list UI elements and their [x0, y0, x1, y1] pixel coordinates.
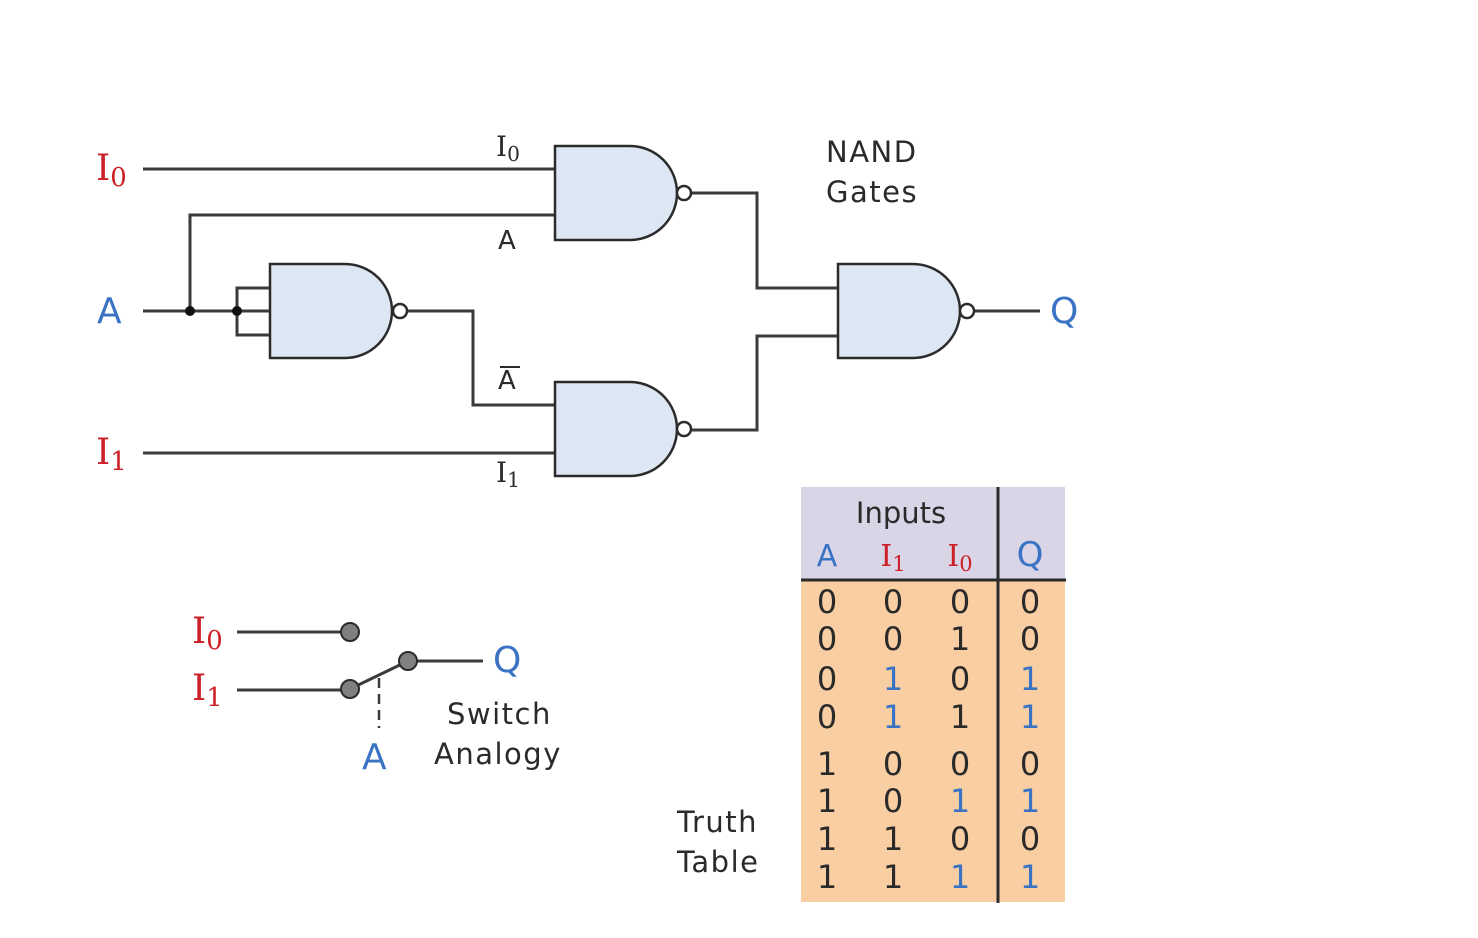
truth-table-cell-r4-c2: 0	[950, 745, 970, 783]
truth-table-cell-r0-c3: 0	[1020, 583, 1040, 621]
truth-table-body-bg	[801, 581, 1065, 902]
truth-table-cell-r6-c3: 0	[1020, 820, 1040, 858]
truth-table-group-header: Inputs	[856, 496, 946, 530]
wire-label-a: A	[498, 226, 516, 256]
switch-label-i0: I0	[192, 611, 223, 656]
nand-gate-top	[553, 144, 693, 242]
wire-label-i1: I1	[496, 456, 520, 492]
truth-table-cell-r5-c3: 1	[1020, 782, 1040, 820]
truth-table-cell-r6-c0: 1	[817, 820, 837, 858]
truth-table-cell-r5-c1: 0	[883, 782, 903, 820]
input-label-i1: I1	[96, 432, 127, 477]
truth-table-cell-r3-c0: 0	[817, 698, 837, 736]
junction-dot-2	[232, 306, 242, 316]
input-label-a: A	[97, 291, 122, 332]
switch-label-i1: I1	[192, 668, 223, 713]
truth-table-column-headers: A I1 I0 Q	[817, 535, 1044, 576]
truth-table-cell-r0-c1: 0	[883, 583, 903, 621]
truth-table-cell-r3-c2: 1	[950, 698, 970, 736]
truth-table-cell-r1-c0: 0	[817, 620, 837, 658]
wire-a-bar	[408, 309, 555, 407]
truth-table-cell-r2-c1: 1	[883, 660, 903, 698]
truth-table-cell-r2-c0: 0	[817, 660, 837, 698]
switch-contact-i1	[340, 679, 360, 699]
truth-table-cell-r0-c2: 0	[950, 583, 970, 621]
wire-top-gate-out	[692, 191, 838, 290]
truth-table-caption-line1: Truth	[676, 805, 758, 839]
truth-table-cell-r6-c1: 1	[883, 820, 903, 858]
nand-gate-bottom	[553, 380, 693, 478]
switch-contact-i0	[340, 622, 360, 642]
truth-table-cell-r7-c0: 1	[817, 858, 837, 896]
truth-table-cell-r4-c0: 1	[817, 745, 837, 783]
switch-label-a: A	[362, 737, 387, 778]
truth-table-cell-r2-c3: 1	[1020, 660, 1040, 698]
switch-contact-q	[398, 651, 418, 671]
switch-caption-line1: Switch	[447, 697, 552, 731]
nand-gates-caption-line1: NAND	[826, 135, 918, 169]
truth-table-header-3: Q	[1017, 535, 1044, 575]
truth-table-cell-r4-c1: 0	[883, 745, 903, 783]
truth-table-cell-r5-c2: 1	[950, 782, 970, 820]
truth-table-cell-r1-c2: 1	[950, 620, 970, 658]
junction-dot-1	[185, 306, 195, 316]
truth-table-caption-line2: Table	[676, 845, 760, 879]
truth-table-cell-r4-c3: 0	[1020, 745, 1040, 783]
truth-table-cell-r5-c0: 1	[817, 782, 837, 820]
truth-table-cell-r3-c3: 1	[1020, 698, 1040, 736]
switch-caption-line2: Analogy	[434, 737, 562, 771]
truth-table-cell-r1-c1: 0	[883, 620, 903, 658]
circuit-wires	[143, 167, 1040, 455]
truth-table-cell-r7-c2: 1	[950, 858, 970, 896]
wire-label-a-bar: A	[498, 366, 520, 396]
switch-analogy	[237, 622, 483, 728]
svg-text:A: A	[498, 366, 516, 396]
nand-gate-inverter	[268, 262, 409, 360]
wire-label-i0: I0	[496, 130, 520, 166]
truth-table-cell-r7-c3: 1	[1020, 858, 1040, 896]
truth-table-cell-r3-c1: 1	[883, 698, 903, 736]
truth-table-header-bg	[801, 487, 1065, 581]
nand-gate-output	[836, 262, 976, 360]
truth-table-header-0: A	[817, 539, 838, 574]
switch-label-q: Q	[493, 640, 521, 681]
truth-table-cell-r2-c2: 0	[950, 660, 970, 698]
output-label-q: Q	[1050, 291, 1078, 332]
truth-table-cell-r7-c1: 1	[883, 858, 903, 896]
truth-table-cell-r1-c3: 0	[1020, 620, 1040, 658]
truth-table-cell-r6-c2: 0	[950, 820, 970, 858]
truth-table-header-1: I1	[880, 539, 905, 576]
wire-bottom-gate-out	[692, 334, 838, 432]
truth-table-header-2: I0	[947, 539, 972, 576]
input-label-i0: I0	[96, 148, 127, 193]
truth-table-cell-r0-c0: 0	[817, 583, 837, 621]
nand-gates-caption-line2: Gates	[826, 175, 918, 209]
wire-a-to-top-gate	[188, 213, 555, 311]
